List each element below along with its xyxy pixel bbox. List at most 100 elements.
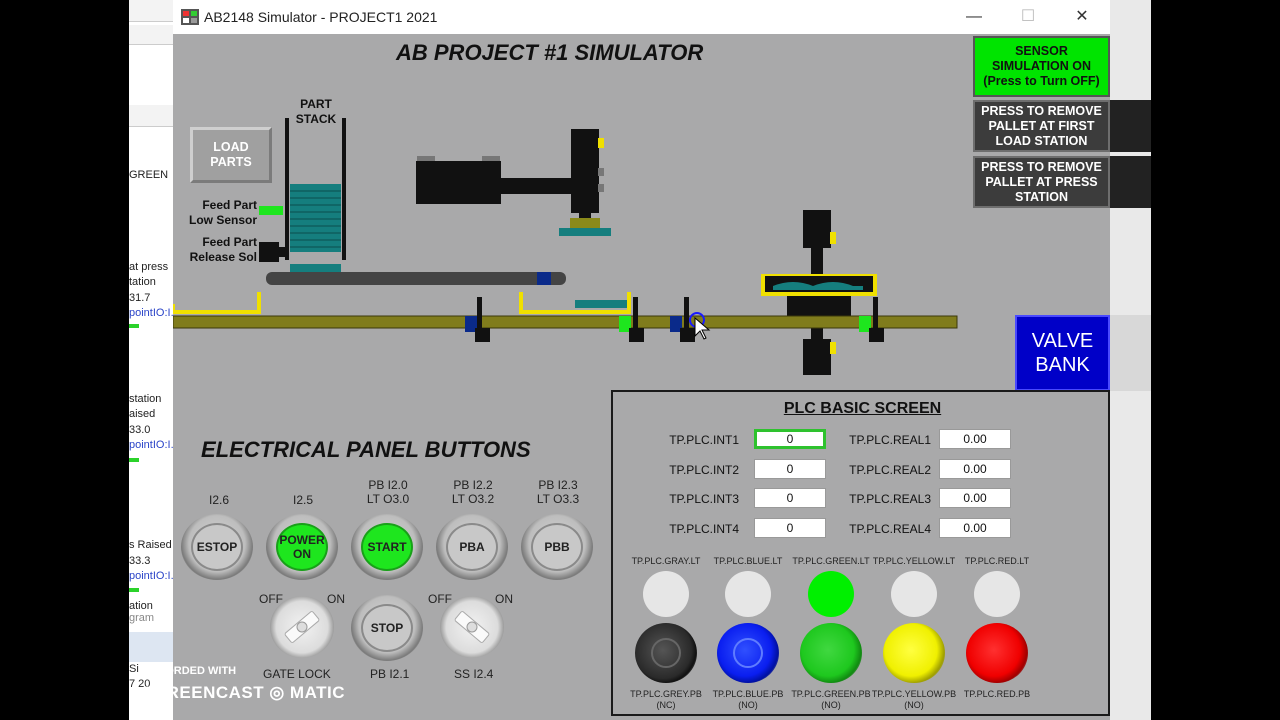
stop-button[interactable]: STOP [351, 595, 423, 661]
real3-tag: TP.PLC.REAL3 [849, 492, 931, 506]
bg-text: GREEN [129, 169, 169, 181]
int3-tag: TP.PLC.INT3 [669, 492, 739, 506]
bg-text: pointIO:I. [129, 570, 173, 582]
gate-lock-selector[interactable] [270, 596, 334, 658]
bg-text: 33.0 [129, 424, 151, 436]
yellow-indicator-light [891, 571, 937, 617]
power-on-button[interactable]: POWER ON [266, 514, 338, 580]
gate-lock-on-label: ON [327, 592, 345, 606]
ss-off-label: OFF [428, 592, 452, 606]
red-light-label: TP.PLC.RED.LT [964, 556, 1030, 566]
yellow-pushbutton[interactable] [883, 623, 945, 683]
bg-text: at press [129, 261, 169, 273]
green-light-label: TP.PLC.GREEN.LT [792, 556, 870, 566]
plc-title: PLC BASIC SCREEN [783, 400, 942, 417]
bg-text: ation [129, 600, 153, 612]
real2-tag: TP.PLC.REAL2 [849, 463, 931, 477]
blue-pushbutton[interactable] [717, 623, 779, 683]
bg-text: tation [129, 276, 156, 288]
int4-field[interactable]: 0 [754, 518, 826, 538]
pbb-address: PB I2.3 LT O3.3 [536, 478, 580, 506]
pba-label: PBA [446, 523, 498, 571]
blue-pb-type: (NO) [738, 700, 758, 710]
bg-text: gram [129, 612, 155, 624]
green-indicator-light [808, 571, 854, 617]
int2-tag: TP.PLC.INT2 [669, 463, 739, 477]
green-pb-tag: TP.PLC.GREEN.PB [791, 689, 871, 699]
green-pb-label: TP.PLC.GREEN.PB(NO) [786, 689, 876, 711]
real3-field[interactable]: 0.00 [939, 488, 1011, 508]
red-indicator-light [974, 571, 1020, 617]
bg-text: station [129, 393, 162, 405]
stop-address: PB I2.1 [370, 667, 410, 681]
simulator-window: AB2148 Simulator - PROJECT1 2021 — ☐ ✕ A… [173, 0, 1110, 720]
part-stack-label: PART STACK [295, 97, 337, 126]
pbb-button[interactable]: PBB [521, 514, 593, 580]
bg-text: pointIO:I. [129, 439, 173, 451]
electrical-panel-title: ELECTRICAL PANEL BUTTONS [201, 437, 531, 462]
bg-rung-marker [129, 588, 139, 592]
sensor-simulation-button[interactable]: SENSOR SIMULATION ON (Press to Turn OFF) [973, 36, 1110, 97]
remove-pallet-press-station-button[interactable]: PRESS TO REMOVE PALLET AT PRESS STATION [973, 156, 1110, 208]
valve-bank-button[interactable]: VALVE BANK [1015, 315, 1110, 391]
bg-text: 33.3 [129, 555, 151, 567]
minimize-button[interactable]: — [966, 8, 982, 25]
yellow-light-label: TP.PLC.YELLOW.LT [872, 556, 956, 566]
blue-indicator-light [725, 571, 771, 617]
yellow-pb-label: TP.PLC.YELLOW.PB(NO) [869, 689, 959, 711]
ss-on-label: ON [495, 592, 513, 606]
int3-field[interactable]: 0 [754, 488, 826, 508]
grey-pushbutton[interactable] [635, 623, 697, 683]
start-label: START [361, 523, 413, 571]
green-pushbutton[interactable] [800, 623, 862, 683]
screencast-matic-logo: SCREENCAST ◎ MATIC [142, 683, 345, 702]
grey-pb-type: (NC) [656, 700, 676, 710]
start-button[interactable]: START [351, 514, 423, 580]
plc-basic-screen-panel: PLC BASIC SCREEN TP.PLC.INT1 0 TP.PLC.IN… [611, 390, 1110, 716]
bg-rung-marker [129, 324, 139, 328]
real1-field[interactable]: 0.00 [939, 429, 1011, 449]
recorded-with-watermark: RECORDED WITH [142, 665, 237, 677]
int2-field[interactable]: 0 [754, 459, 826, 479]
bg-text: 7 20 [129, 678, 151, 690]
estop-address: I2.6 [208, 493, 229, 507]
feed-part-low-sensor [259, 206, 283, 215]
close-button[interactable]: ✕ [1075, 8, 1089, 25]
estop-button[interactable]: ESTOP [181, 514, 253, 580]
real4-tag: TP.PLC.REAL4 [849, 522, 931, 536]
feed-release-solenoid [259, 242, 279, 262]
green-pb-type: (NO) [821, 700, 841, 710]
simulator-title: AB PROJECT #1 SIMULATOR [396, 40, 704, 65]
stop-label: STOP [361, 604, 413, 652]
feed-conveyor [266, 272, 566, 285]
power-on-address: I2.5 [292, 493, 313, 507]
press-station [761, 210, 877, 375]
bg-rung-marker [129, 458, 139, 462]
grey-pb-label: TP.PLC.GREY.PB(NC) [621, 689, 711, 711]
bg-text: pointIO:I. [129, 307, 173, 319]
int1-field[interactable]: 0 [754, 429, 826, 449]
pba-button[interactable]: PBA [436, 514, 508, 580]
real2-field[interactable]: 0.00 [939, 459, 1011, 479]
feed-part-low-sensor-label: Feed Part Low Sensor [188, 198, 257, 227]
remove-pallet-first-station-button[interactable]: PRESS TO REMOVE PALLET AT FIRST LOAD STA… [973, 100, 1110, 152]
title-bar: AB2148 Simulator - PROJECT1 2021 — ☐ ✕ [173, 0, 1110, 34]
int1-tag: TP.PLC.INT1 [669, 433, 739, 447]
real4-field[interactable]: 0.00 [939, 518, 1011, 538]
pallet-left [173, 292, 261, 314]
red-pushbutton[interactable] [966, 623, 1028, 683]
bg-text: Si [129, 663, 139, 675]
estop-label: ESTOP [191, 523, 243, 571]
window-title: AB2148 Simulator - PROJECT1 2021 [204, 9, 438, 25]
machine-diagram [173, 118, 958, 375]
feed-part-release-sol-label: Feed Part Release Sol [189, 235, 257, 264]
bg-text: 31.7 [129, 292, 151, 304]
ss-selector[interactable] [440, 596, 504, 658]
ss-label: SS I2.4 [454, 667, 494, 681]
power-on-label: POWER ON [276, 523, 328, 571]
yellow-pb-type: (NO) [904, 700, 924, 710]
gray-indicator-light [643, 571, 689, 617]
maximize-button[interactable]: ☐ [1020, 8, 1036, 25]
blue-pb-label: TP.PLC.BLUE.PB(NO) [703, 689, 793, 711]
load-parts-button[interactable]: LOAD PARTS [190, 127, 272, 183]
